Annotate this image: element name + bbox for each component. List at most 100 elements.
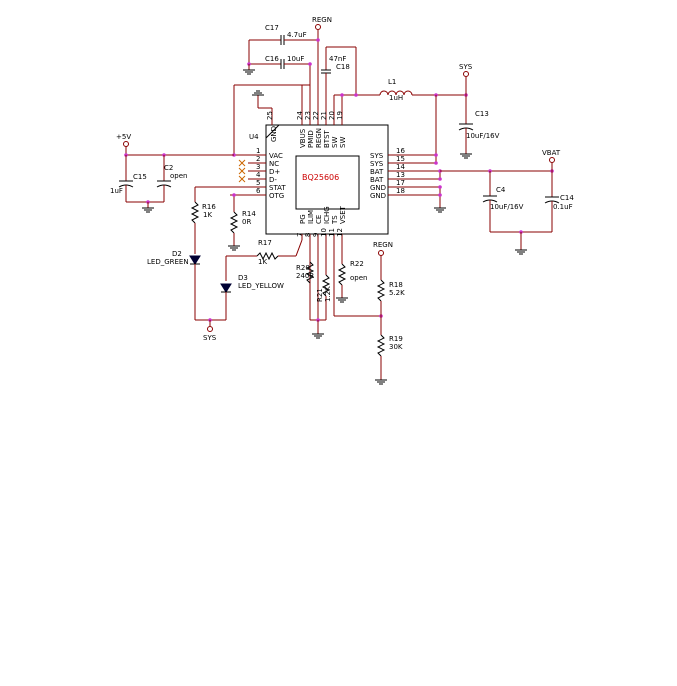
r18: R18 5.2K (376, 279, 405, 335)
pin-17-num: 17 (396, 179, 405, 187)
r16-ref: R16 (202, 203, 216, 211)
c14-value: 0.1uF (553, 203, 573, 211)
pin-7-num: 7 (296, 233, 304, 237)
sys-bottom-net: SYS (203, 320, 217, 342)
regn-top-label: REGN (312, 16, 332, 24)
pin-6-name: OTG (269, 192, 284, 200)
d3-ref: D3 (238, 274, 248, 282)
pin-14-num: 14 (396, 163, 405, 171)
c2: C2 open (156, 155, 187, 202)
c18-value: 47nF (329, 55, 346, 63)
l1: L1 1uH (379, 78, 413, 102)
c18: 47nF C18 (321, 46, 357, 95)
top-pin-lines (271, 30, 343, 125)
pin-13-name: BAT (370, 176, 384, 184)
pin-18-num: 18 (396, 187, 405, 195)
pin-3-num: 3 (256, 163, 260, 171)
c13-value: 10uF/16V (466, 132, 500, 140)
pin-13-num: 13 (396, 171, 405, 179)
c15-value: 1uF (110, 187, 123, 195)
c15-ref: C15 (133, 173, 147, 181)
c16-value: 10uF (287, 55, 304, 63)
ground-c15 (142, 202, 154, 213)
pin-9-name: CE (315, 215, 323, 224)
r16: R16 1K (190, 201, 216, 254)
otg-net (232, 193, 236, 212)
ground-ilim (312, 320, 324, 339)
c13-ref: C13 (475, 110, 489, 118)
pin-4-num: 4 (256, 171, 261, 179)
pin-24-num: 24 (296, 111, 304, 120)
r14: R14 0R (229, 210, 256, 246)
c16: C16 10uF (249, 55, 310, 69)
regn-right-label: REGN (373, 241, 393, 249)
r17-value: 1K (258, 258, 267, 266)
r17: R17 1K (256, 239, 279, 266)
pin-15-name: SYS (370, 160, 384, 168)
pin-9-num: 9 (312, 233, 320, 237)
r22-ref: R22 (350, 260, 364, 268)
pin-1-num: 1 (256, 147, 260, 155)
pin-25-name: GND (270, 126, 278, 142)
pin-10-name: ICHG (323, 206, 331, 224)
c14-ref: C14 (560, 194, 574, 202)
top-pin-names: GND VBUS PMID REGN BTST SW SW (270, 126, 347, 148)
r18-ref: R18 (389, 281, 403, 289)
ground-c4 (515, 232, 527, 255)
bottom-pin-lines (301, 234, 343, 320)
r21: R21 1.2K (316, 255, 332, 320)
c2-ref: C2 (164, 164, 173, 172)
pin-8-num: 8 (304, 233, 312, 237)
ground-c16 (243, 64, 255, 75)
pin-23-name: PMID (307, 130, 315, 148)
bat-net (438, 169, 554, 181)
ground-c13 (460, 153, 472, 159)
d2-ref: D2 (172, 250, 182, 258)
pin-7-name: PG (299, 214, 307, 224)
r18-value: 5.2K (389, 289, 405, 297)
gnd-net-right (434, 185, 446, 213)
regn-top-terminal (315, 24, 321, 30)
pin-3-name: D+ (269, 168, 280, 176)
c4: C4 10uF/16V (482, 171, 524, 232)
vbat-net: VBAT (542, 149, 561, 171)
c4-value: 10uF/16V (490, 203, 524, 211)
r14-ref: R14 (242, 210, 256, 218)
ground-vset (336, 297, 348, 303)
stat-net (194, 186, 230, 202)
pin-22-name: REGN (315, 128, 323, 148)
ic-ref: U4 (249, 133, 259, 141)
regn-right-net: REGN (373, 241, 393, 280)
c15: C15 1uF (110, 155, 147, 202)
left-pin-lines (230, 154, 266, 196)
r22-value: open (350, 274, 367, 282)
pin-18-name: GND (370, 192, 386, 200)
pin-11-name: TS (331, 215, 339, 225)
ground-r19 (375, 379, 387, 385)
pin-12-num: 12 (336, 228, 344, 237)
d3-value: LED_YELLOW (238, 282, 284, 290)
right-pin-lines (388, 154, 440, 196)
pin-19-num: 19 (336, 111, 344, 120)
pin-14-name: BAT (370, 168, 384, 176)
bottom-pin-names: PG ILIM CE ICHG TS VSET (299, 205, 347, 225)
ic-part-number: BQ25606 (302, 173, 339, 182)
pin-10-num: 10 (320, 228, 328, 237)
pin-16-num: 16 (396, 147, 405, 155)
ic-u4: U4 BQ25606 1 2 3 4 5 6 VAC NC D+ D- STAT… (230, 30, 440, 320)
pin-17-name: GND (370, 184, 386, 192)
d2: D2 LED_GREEN (147, 250, 201, 320)
vbat-label: VBAT (542, 149, 561, 157)
pin-2-name: NC (269, 160, 279, 168)
pin-16-name: SYS (370, 152, 384, 160)
pin-20-num: 20 (328, 111, 336, 120)
c14: C14 0.1uF (544, 171, 574, 232)
pin-25-num: 25 (266, 111, 274, 120)
pin-2-num: 2 (256, 155, 260, 163)
c18-ref: C18 (336, 63, 350, 71)
sys-top-label: SYS (459, 63, 473, 71)
sw-node (334, 93, 380, 97)
l1-value: 1uH (389, 94, 403, 102)
pin-21-num: 21 (320, 111, 328, 120)
